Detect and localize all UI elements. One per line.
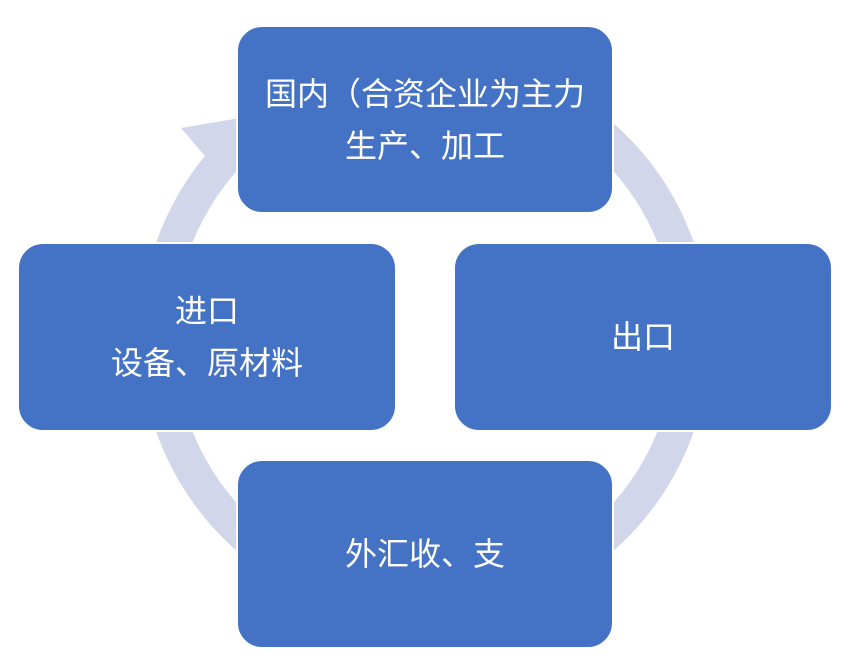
node-import: 进口 设备、原材料 bbox=[17, 242, 397, 432]
node-forex-label: 外汇收、支 bbox=[344, 535, 505, 573]
node-domestic-production-line-1: 国内（合资企业为主力 bbox=[264, 74, 585, 113]
node-export: 出口 bbox=[453, 242, 833, 432]
node-export-label: 出口 bbox=[610, 318, 675, 356]
node-domestic-production: 国内（合资企业为主力 生产、加工 bbox=[236, 25, 614, 214]
cycle-arrow-head bbox=[181, 118, 240, 176]
node-domestic-production-line-2: 生产、加工 bbox=[344, 126, 505, 165]
node-import-line-1: 进口 bbox=[174, 292, 239, 330]
node-import-line-2: 设备、原材料 bbox=[110, 344, 303, 382]
node-forex: 外汇收、支 bbox=[236, 459, 614, 649]
